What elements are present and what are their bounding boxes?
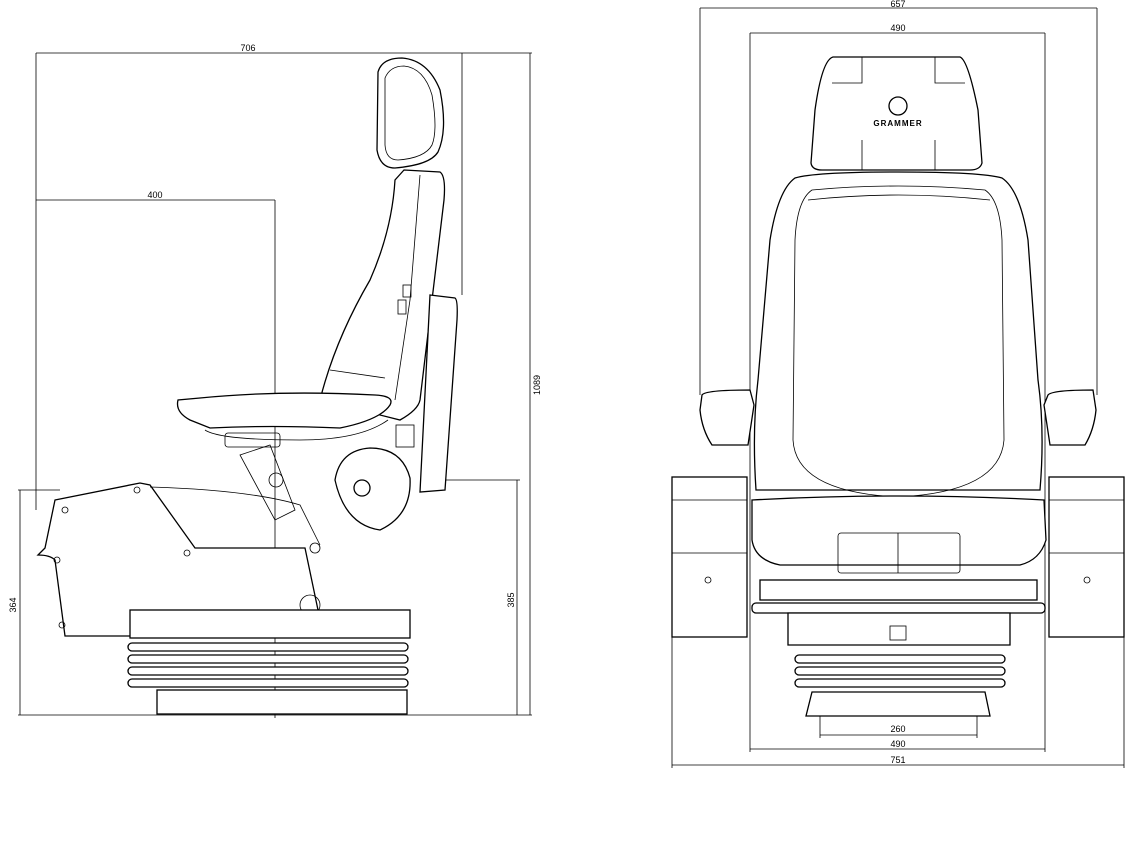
- seat-side-outline: [36, 57, 458, 715]
- side-view: 706 400 1089 385 364: [8, 43, 542, 718]
- dim-backrest-width: 490: [890, 23, 905, 33]
- dimension-lines-front: [671, 7, 1125, 768]
- dim-seat-height: 385: [506, 592, 516, 607]
- dim-console-height: 364: [8, 597, 18, 612]
- front-view: 657 490 260 490 751 GRAMMER: [671, 0, 1125, 768]
- grammer-logo-icon: [888, 96, 908, 116]
- dim-frame-width: 490: [890, 739, 905, 749]
- grammer-logo-side: [353, 479, 371, 497]
- dim-armrest-width: 657: [890, 0, 905, 9]
- dim-overall-depth: 706: [240, 43, 255, 53]
- dim-base-width: 260: [890, 724, 905, 734]
- grammer-logo-text: GRAMMER: [873, 119, 922, 128]
- dim-seat-depth: 400: [147, 190, 162, 200]
- dim-overall-height: 1089: [532, 375, 542, 395]
- seat-front-outline: GRAMMER: [671, 56, 1125, 717]
- dim-overall-width: 751: [890, 755, 905, 765]
